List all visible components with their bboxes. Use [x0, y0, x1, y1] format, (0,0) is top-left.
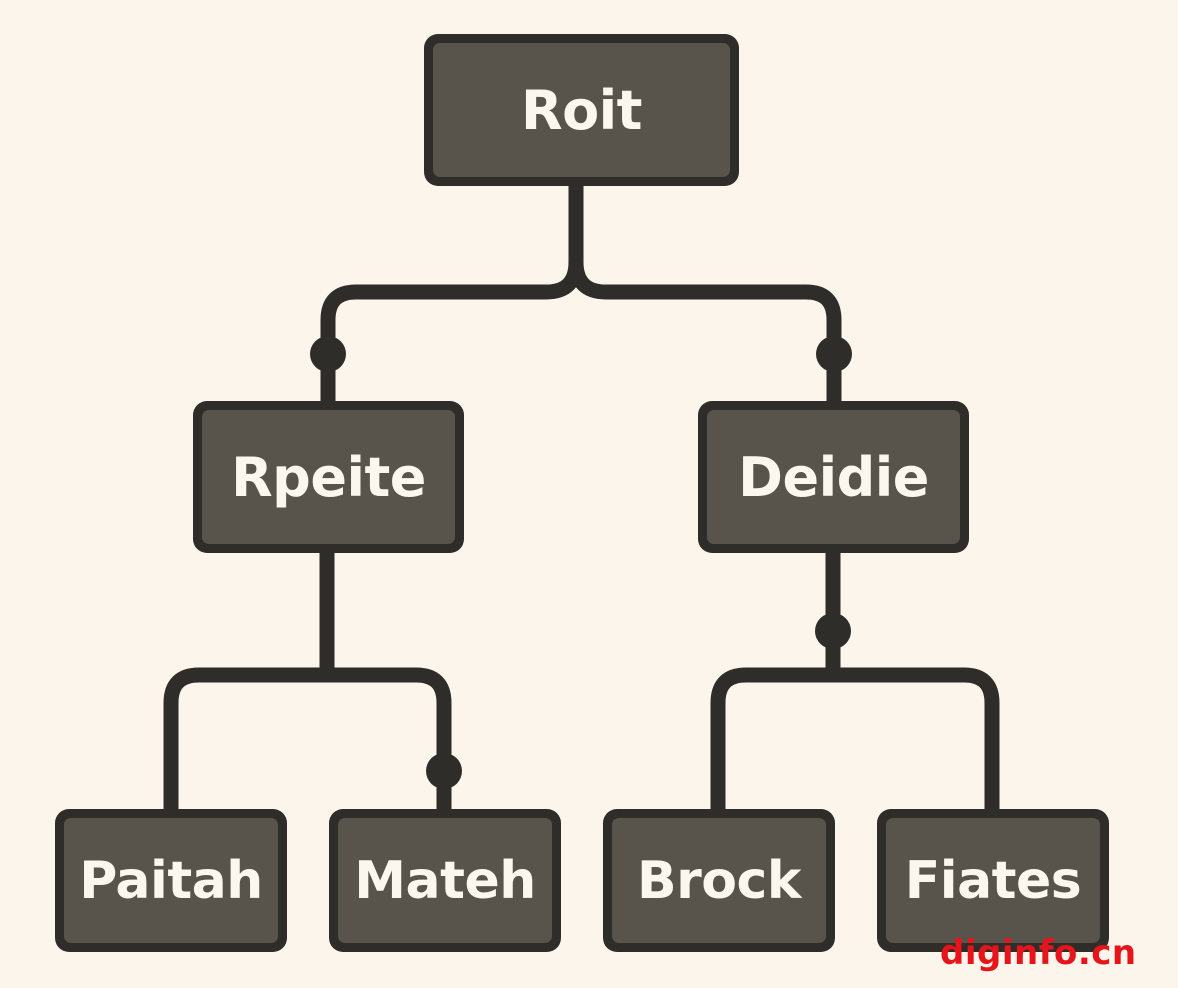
- connector-dot: [310, 336, 346, 372]
- connector-dot: [816, 336, 852, 372]
- edge-deidie-brock: [710, 545, 841, 817]
- node-paitah: Paitah: [55, 809, 287, 952]
- edge-rpeite-paitah: [163, 545, 335, 817]
- node-label: Roit: [433, 43, 730, 177]
- edge-deidie-fiates: [825, 545, 1000, 817]
- node-label: Paitah: [64, 818, 278, 943]
- edge-roit-rpeite: [320, 178, 584, 409]
- node-label: Fiates: [886, 818, 1100, 943]
- node-deidie: Deidie: [698, 401, 969, 553]
- node-rpeite: Rpeite: [193, 401, 464, 553]
- node-label: Rpeite: [202, 410, 455, 544]
- watermark-text: diginfo.cn: [940, 933, 1137, 973]
- node-label: Brock: [612, 818, 826, 943]
- node-fiates: Fiates: [877, 809, 1109, 952]
- connector-dot: [426, 753, 462, 789]
- node-mateh: Mateh: [329, 809, 561, 952]
- edge-rpeite-mateh: [319, 545, 452, 817]
- connector-dot: [815, 613, 851, 649]
- node-label: Mateh: [338, 818, 552, 943]
- edge-roit-deidie: [568, 178, 842, 409]
- node-label: Deidie: [707, 410, 960, 544]
- node-brock: Brock: [603, 809, 835, 952]
- node-roit: Roit: [424, 34, 739, 186]
